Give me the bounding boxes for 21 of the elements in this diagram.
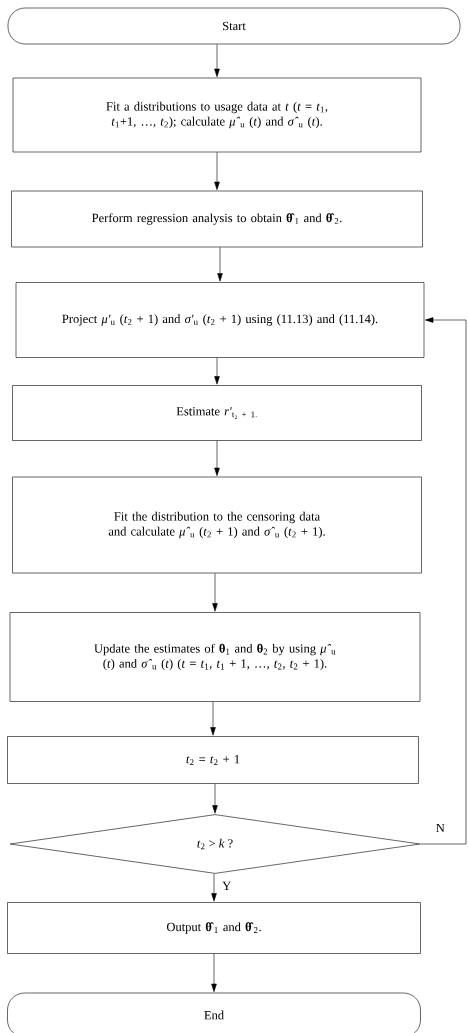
arrow (214, 44, 220, 77)
arrow (212, 573, 218, 612)
arrow (214, 357, 220, 385)
arrow (211, 873, 217, 902)
process-box: Update the estimates of θ$_{1}$ and θ$_{2}$ by using μ̂$_{u}$ (t) and σ̂$_{u}$ (t) (t = t$_{1}$, t$_{1}$ + 1, …, t$_{2}$, t$_{2}$ + 1). (9, 612, 421, 702)
arrow (212, 783, 218, 814)
process-box: Perform regression analysis to obtain θ̂$_{1}$ and θ̂$_{2}$. (11, 190, 423, 248)
process-box: Fit the distribution to the censoring data and calculate μ̂$_{u}$ (t$_{2}$ + 1) and σ̂$_{u}$ (t$_{2}$ + 1). (12, 476, 422, 574)
arrow (420, 317, 467, 845)
process-box: t$_{2}$ = t$_{2}$ + 1 (7, 736, 419, 784)
arrow (214, 440, 220, 476)
arrow (210, 701, 216, 736)
process-box: Output θ̂$_{1}$ and θ̂$_{2}$. (7, 902, 421, 954)
process-box: Fit a distributions to usage data at t (t = t$_{1}$, t$_{1}$+1, …, t$_{2}$); calculate μ̂$_{u}$ (t) and σ̂$_{u}$ (t). (12, 77, 422, 153)
process-box: Project μ′$_{u}$ (t$_{2}$ + 1) and σ′$_{u}$ (t$_{2}$ + 1) using (11.13) and (11.14). (15, 282, 425, 358)
edge-label: N (434, 822, 446, 834)
arrow (211, 953, 217, 992)
arrow (217, 247, 223, 282)
process-box: Estimate r′$_{t₂ + 1.}$ (12, 385, 422, 441)
arrow (214, 152, 220, 190)
edge-label: Y (221, 880, 233, 891)
